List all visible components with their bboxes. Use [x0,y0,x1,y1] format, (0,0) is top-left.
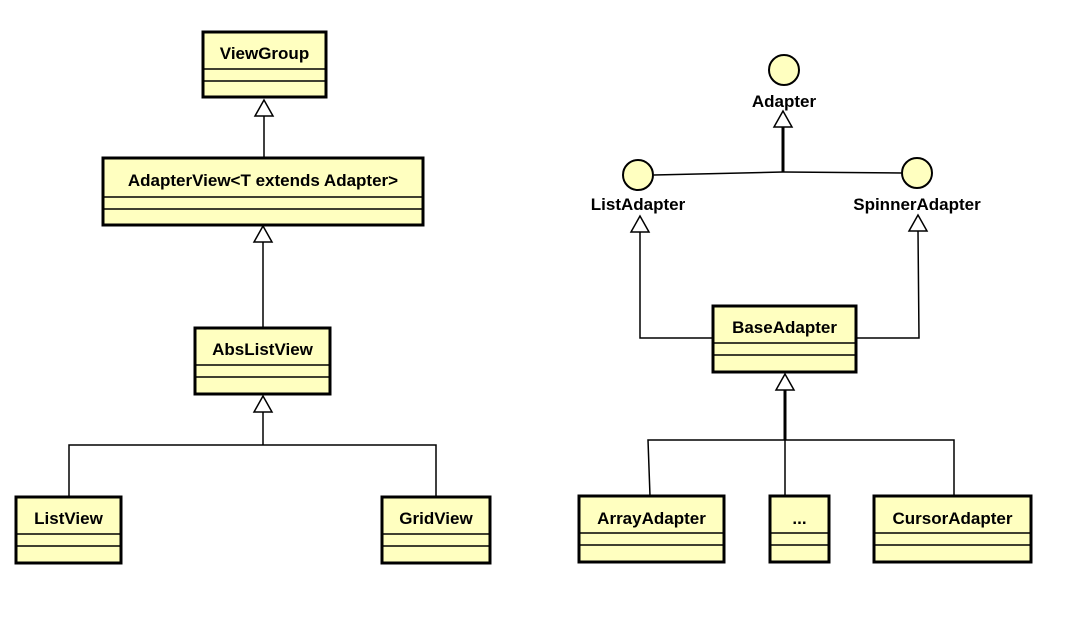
inheritance-arrow-icon [907,213,929,232]
edge-arrayadapter-baseadapter [647,439,785,497]
class-gridview[interactable]: GridView [380,495,492,565]
class-name: ListView [34,509,103,528]
class-arrayadapter[interactable]: ArrayAdapter [577,494,726,564]
interface-adapter[interactable]: Adapter [752,54,817,111]
interface-name: Adapter [752,92,817,111]
edge-spinneradapter-adapter [782,171,903,174]
class-cursoradapter[interactable]: CursorAdapter [872,494,1033,564]
class-name: BaseAdapter [732,318,837,337]
class-ellipsis[interactable]: ... [768,494,831,564]
inheritance-arrow-icon [252,224,274,243]
class-adapterview[interactable]: AdapterView<T extends Adapter> [101,156,425,227]
edge-cursoradapter-baseadapter [785,439,955,496]
inheritance-arrow-icon [774,372,796,391]
interface-spinneradapter[interactable]: SpinnerAdapter [853,157,981,214]
interface-circle-icon [901,157,933,189]
class-name: ... [792,509,806,528]
inheritance-arrow-icon [253,98,275,117]
class-name: GridView [399,509,473,528]
inheritance-arrow-icon [629,214,651,233]
class-viewgroup[interactable]: ViewGroup [201,30,328,99]
class-name: ArrayAdapter [597,509,706,528]
interface-listadapter[interactable]: ListAdapter [591,159,686,214]
edge-baseadapter-spinneradapter [856,230,920,339]
interface-circle-icon [622,159,654,191]
class-name: AdapterView<T extends Adapter> [128,171,398,190]
edge-listview-abslistview [68,444,263,497]
class-listview[interactable]: ListView [14,495,123,565]
interface-name: SpinnerAdapter [853,195,981,214]
class-abslistview[interactable]: AbsListView [193,326,332,396]
class-name: CursorAdapter [893,509,1013,528]
inheritance-arrow-icon [772,109,794,128]
interface-circle-icon [768,54,800,86]
inheritance-arrow-icon [252,394,274,413]
edge-baseadapter-listadapter [639,232,713,339]
class-name: AbsListView [212,340,314,359]
edge-listadapter-adapter [653,171,784,176]
class-name: ViewGroup [220,44,309,63]
class-baseadapter[interactable]: BaseAdapter [711,304,858,374]
interface-name: ListAdapter [591,195,686,214]
edge-gridview-abslistview [263,444,437,497]
